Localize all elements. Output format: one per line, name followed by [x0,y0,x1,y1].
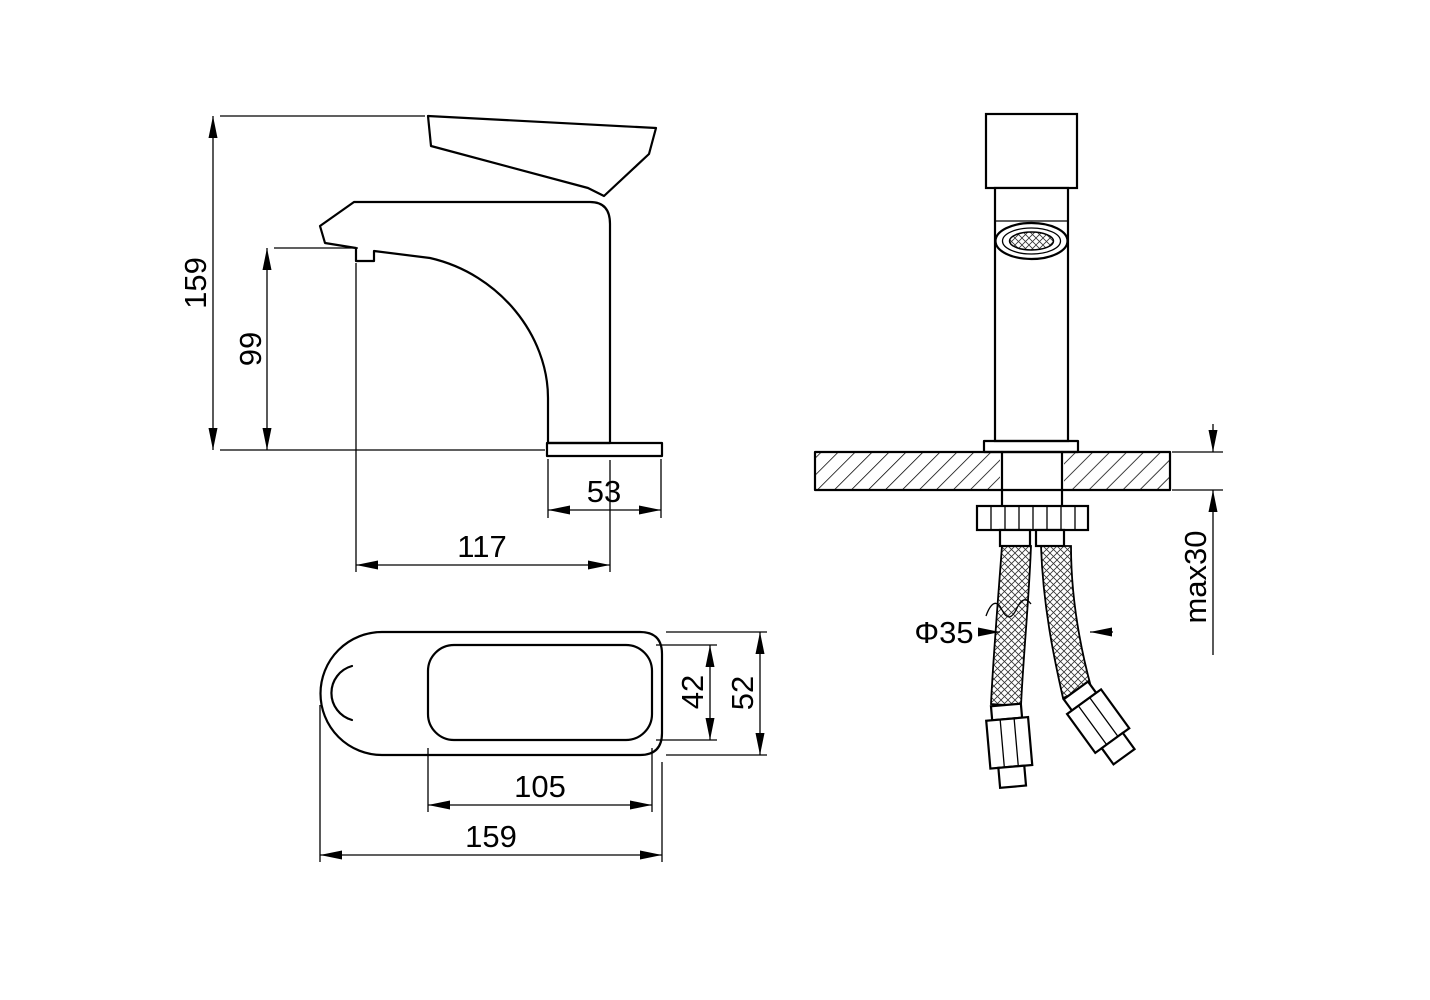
hose-break-squiggle [985,599,1032,618]
dim-label-spout-reach: 117 [457,529,506,564]
faucet-body-front [993,186,1070,443]
countertop-hatch-left [816,453,1000,489]
faucet-base-front [982,439,1080,454]
dim-handle-width: 42 [656,644,717,741]
dim-base-depth: 53 [547,459,662,518]
arrowhead [588,560,610,570]
hose-connector-right [1034,528,1066,548]
arrowhead [978,627,1000,637]
dim-overall-length: 159 [319,705,663,862]
dim-label-spout-height: 99 [233,332,268,366]
hose-fitting-right [1062,680,1137,766]
arrowhead [1090,627,1112,637]
dim-handle-length: 105 [427,748,653,812]
arrowhead [639,505,661,515]
arrowhead [262,428,272,450]
front-view: Φ35 max30 [813,112,1223,790]
faucet-handle-lever [426,114,658,198]
arrowhead [320,850,342,860]
arrowhead [705,718,715,740]
arrowhead [630,800,652,810]
top-view-handle [426,643,654,742]
arrowhead [640,850,662,860]
dim-label-overall-length: 159 [465,819,517,854]
arrowhead [755,632,765,654]
aerator-outer-ring [994,221,1069,261]
dim-overall-height: 159 [178,115,545,451]
fitting-nut [985,715,1034,770]
dim-label-overall-height: 159 [178,257,213,309]
fitting-nut-facets [999,718,1019,768]
threaded-shank [1000,450,1064,508]
hose-fitting-left [985,702,1034,790]
hose-connector-left [998,528,1032,548]
dim-label-handle-width: 42 [675,675,710,709]
dim-label-hole-diameter: Φ35 [914,615,973,650]
arrowhead [208,428,218,450]
side-view: 159 99 53 117 [178,114,664,572]
arrowhead [208,116,218,138]
arrowhead [705,645,715,667]
locknut-facet-lines [990,506,1076,530]
arrowhead [428,800,450,810]
faucet-base-plate [545,441,664,458]
countertop-hatch-right [1064,453,1169,489]
dim-label-handle-length: 105 [514,769,566,804]
dim-max-counter-thickness: max30 [1172,424,1223,655]
arrowhead [1208,430,1218,452]
aerator-screen [1008,231,1055,251]
arrowhead [755,733,765,755]
dim-spout-height: 99 [233,247,358,450]
supply-hose-right [1040,545,1093,700]
dim-label-max-counter-thickness: max30 [1178,530,1213,623]
dim-body-width: 52 [666,631,767,756]
top-view-body-outline [319,630,664,757]
dim-label-body-width: 52 [725,676,760,710]
faucet-body-and-spout [318,200,612,445]
arrowhead [548,505,570,515]
arrowhead [356,560,378,570]
aerator-middle-ring [1001,227,1062,255]
dim-spout-reach: 117 [355,263,611,572]
dim-label-base-depth: 53 [587,474,621,509]
top-view: 42 52 105 159 [319,630,767,862]
fitting-nose [997,764,1028,790]
fitting-nose [1100,731,1137,766]
supply-hose-left [990,545,1032,707]
arrowhead [262,248,272,270]
faucet-handle-knob [984,112,1079,190]
top-view-spout-tip-arc [330,664,354,722]
dim-hole-diameter: Φ35 [914,615,1113,650]
fitting-nut-facets [1077,697,1119,746]
